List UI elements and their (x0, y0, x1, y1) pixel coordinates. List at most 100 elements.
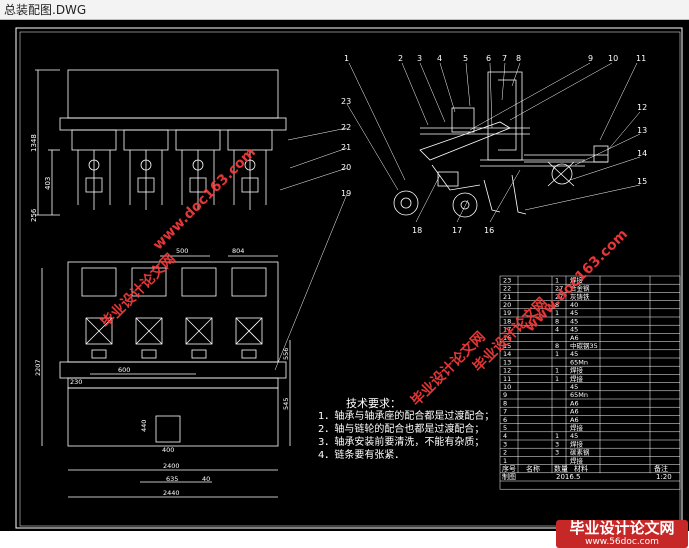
bom-no: 19 (503, 309, 511, 317)
site-badge[interactable]: 毕业设计论文网 www.56doc.com (556, 520, 688, 548)
svg-text:8: 8 (516, 54, 521, 63)
badge-url: www.56doc.com (585, 537, 659, 547)
dim-height-total: 1348 (30, 134, 38, 152)
drawing-canvas[interactable]: 1348 403 256 (0, 20, 689, 548)
technical-requirements: 技术要求： 1．轴承与轴承座的配合都是过渡配合； 2．轴与链轮的配合也都是过渡配… (318, 397, 494, 462)
bom-qty: 1 (555, 367, 559, 375)
bom-qty: 8 (555, 317, 559, 325)
bom-no: 9 (503, 391, 507, 399)
bom-material: 合金钢 (570, 284, 590, 293)
bom-material: 焊接 (570, 423, 584, 432)
plan-unit-top (131, 267, 167, 297)
bom-material: 中碳钢35 (570, 341, 598, 350)
plan-unit-box (185, 317, 213, 345)
bom-material: 45 (570, 350, 578, 358)
bom-no: 6 (503, 416, 507, 424)
badge-text: 毕业设计论文网 (569, 519, 675, 537)
plan-unit-top (231, 267, 267, 297)
svg-text:500: 500 (176, 247, 188, 255)
svg-text:804: 804 (232, 247, 244, 255)
bom-no: 8 (503, 399, 507, 407)
bom-qty: 27 (555, 293, 563, 301)
plan-unit-top (81, 267, 117, 297)
tech-item: 4．链条要有张紧． (318, 450, 405, 461)
side-view (393, 71, 609, 218)
front-unit-box (71, 129, 117, 151)
bom-qty: 1 (555, 276, 559, 284)
bom-no: 17 (503, 326, 511, 334)
svg-text:1: 1 (344, 54, 349, 63)
bom-qty: 3 (555, 440, 559, 448)
bom-header-cell: 名称 (526, 464, 540, 473)
bom-material: 焊接 (570, 439, 584, 448)
bom-qty: 1 (555, 375, 559, 383)
svg-text:2: 2 (398, 54, 403, 63)
side-view-leaders (274, 62, 641, 371)
bom-material: 45 (570, 326, 578, 334)
svg-text:9: 9 (588, 54, 593, 63)
bom-material: A6 (570, 416, 579, 424)
bom-material: A6 (570, 399, 579, 407)
dim-height-mid: 403 (44, 177, 52, 190)
bom-no: 10 (503, 383, 511, 391)
bom-material: 65Mn (570, 391, 588, 399)
bom-qty: 27 (555, 285, 563, 293)
svg-text:2440: 2440 (163, 489, 180, 497)
bom-no: 5 (503, 424, 507, 432)
bom-header-cell: 材料 (574, 464, 588, 473)
bom-no: 4 (503, 432, 507, 440)
bom-material: 焊接 (570, 275, 584, 284)
bom-footer-cell: 制图 (502, 472, 516, 481)
plan-view (41, 255, 291, 498)
dim-height-low: 256 (30, 208, 38, 222)
bom-header-cell: 序号 (502, 464, 516, 473)
bom-material: 焊接 (570, 374, 584, 383)
bom-material: 45 (570, 432, 578, 440)
svg-text:12: 12 (637, 103, 647, 112)
bom-no: 16 (503, 334, 511, 342)
bom-material: A6 (570, 334, 579, 342)
svg-text:15: 15 (637, 177, 647, 186)
svg-text:230: 230 (70, 378, 82, 386)
bom-no: 13 (503, 358, 511, 366)
svg-text:10: 10 (608, 54, 618, 63)
bom-qty: 1 (555, 350, 559, 358)
bom-material: 焊接 (570, 456, 584, 465)
svg-text:2207: 2207 (34, 359, 42, 376)
bom-material: A6 (570, 408, 579, 416)
bom-material: 灰铸铁 (570, 292, 590, 301)
bom-footer-cell: 2016.5 (556, 473, 581, 481)
svg-text:5: 5 (463, 54, 468, 63)
front-view (35, 69, 287, 216)
bom-material: 45 (570, 383, 578, 391)
bom-material: 65Mn (570, 358, 588, 366)
svg-text:11: 11 (636, 54, 646, 63)
svg-text:635: 635 (166, 475, 178, 483)
svg-text:3: 3 (417, 54, 422, 63)
tech-item: 1．轴承与轴承座的配合都是过渡配合； (318, 411, 495, 422)
svg-text:440: 440 (140, 420, 148, 432)
bom-qty: 8 (555, 342, 559, 350)
bom-material: 45 (570, 309, 578, 317)
svg-text:13: 13 (637, 126, 647, 135)
front-unit-box (123, 129, 169, 151)
svg-text:23: 23 (341, 97, 351, 106)
svg-text:21: 21 (341, 143, 351, 152)
drawing-frame (15, 27, 683, 529)
plan-unit-box (235, 317, 263, 345)
svg-text:40: 40 (202, 475, 210, 483)
tech-item: 2．轴与链轮的配合也都是过渡配合； (318, 424, 485, 435)
plan-unit-box (85, 317, 113, 345)
bom-qty: 3 (555, 449, 559, 457)
svg-text:6: 6 (486, 54, 491, 63)
svg-text:17: 17 (452, 226, 462, 235)
svg-text:600: 600 (118, 366, 130, 374)
bom-material: 45 (570, 317, 578, 325)
bom-no: 2 (503, 449, 507, 457)
tech-item: 3．轴承安装前要清洗，不能有杂质； (318, 437, 485, 448)
bom-no: 15 (503, 342, 511, 350)
bom-header-cell: 备注 (654, 464, 668, 473)
bom-no: 21 (503, 293, 511, 301)
svg-text:14: 14 (637, 149, 647, 158)
svg-text:400: 400 (162, 446, 174, 454)
